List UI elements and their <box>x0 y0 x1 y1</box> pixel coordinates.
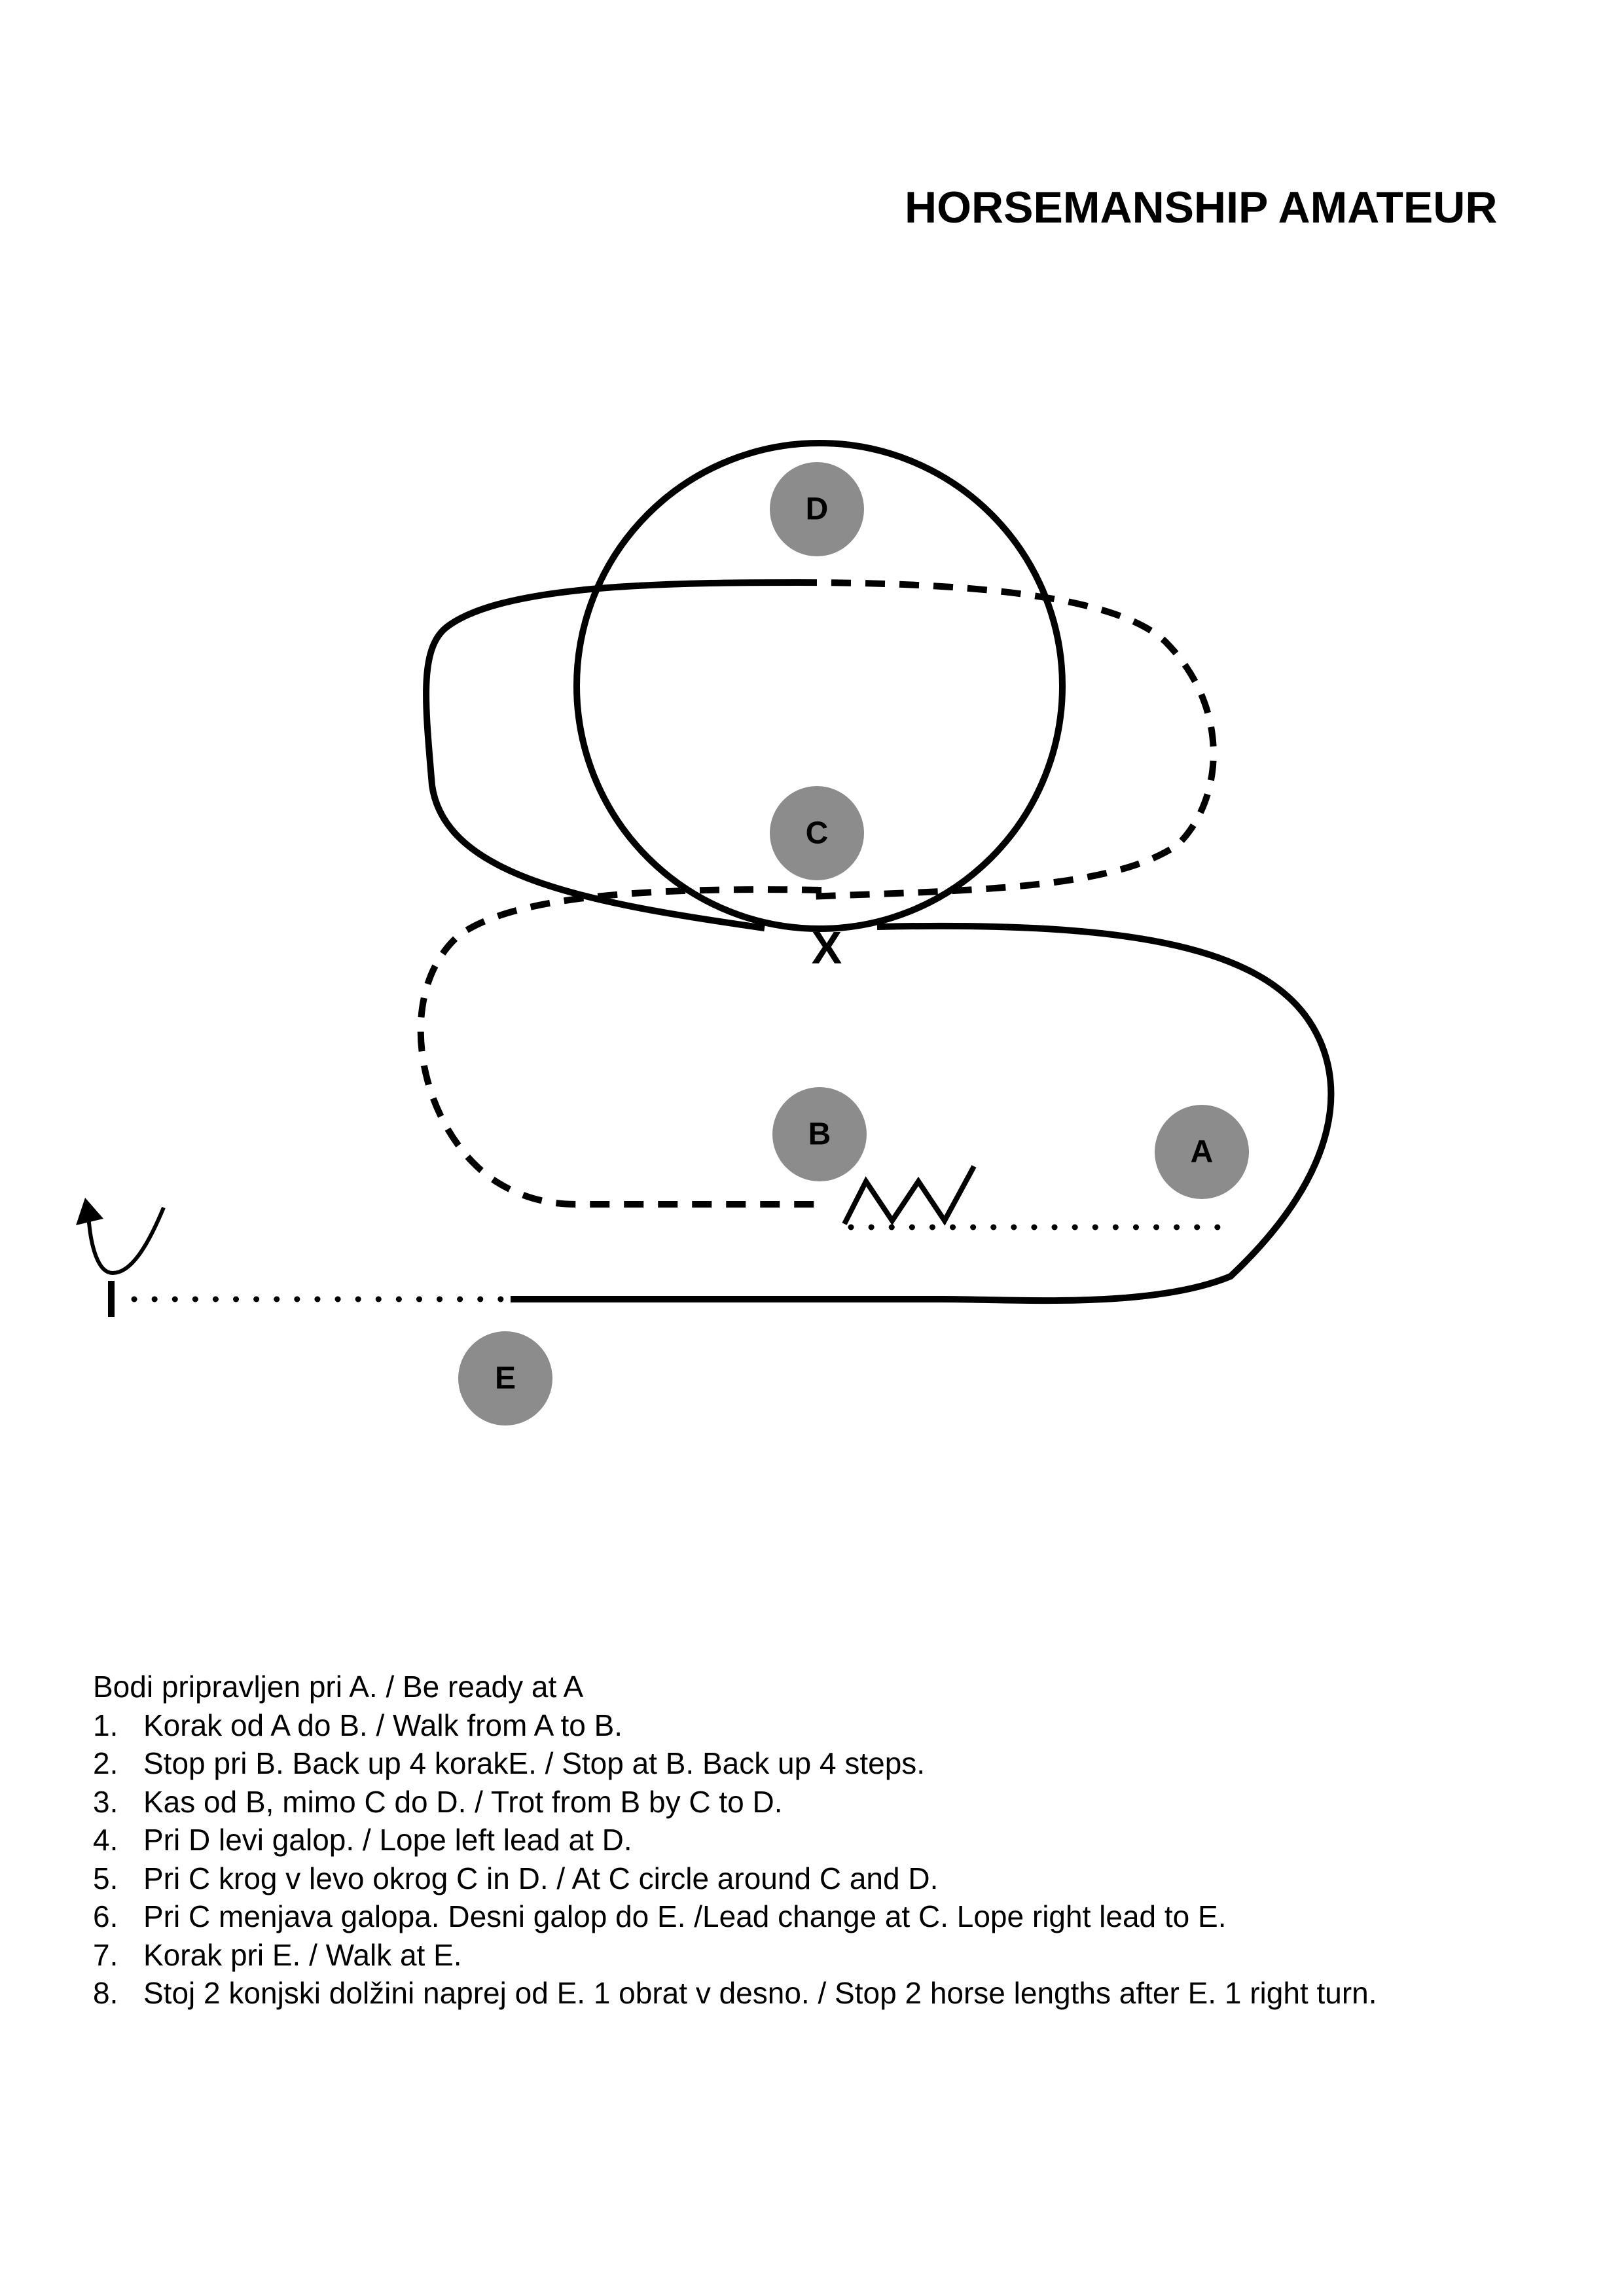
step-text: Kas od B, mimo C do D. / Trot from B by … <box>143 1784 783 1819</box>
turn-arrow-icon <box>76 1198 166 1276</box>
list-item: 6. Pri C menjava galopa. Desni galop do … <box>93 1897 1566 1936</box>
instructions-intro: Bodi pripravljen pri A. / Be ready at A <box>93 1670 584 1704</box>
step-text: Pri D levi galop. / Lope left lead at D. <box>143 1823 632 1857</box>
marker-a: A <box>1155 1105 1249 1199</box>
step-number: 4. <box>93 1823 118 1857</box>
list-item: 4. Pri D levi galop. / Lope left lead at… <box>93 1821 1566 1859</box>
marker-label-d: D <box>806 492 829 527</box>
step-number: 3. <box>93 1784 118 1819</box>
step-number: 7. <box>93 1937 118 1972</box>
instructions-list: Bodi pripravljen pri A. / Be ready at A … <box>93 1668 1566 2013</box>
x-center-marker: X <box>812 922 842 973</box>
lower-loop-dashed-path <box>417 886 822 1208</box>
page-title: HORSEMANSHIP AMATEUR <box>905 183 1498 232</box>
upper-loop-dashed-path <box>797 579 1217 900</box>
marker-label-a: A <box>1191 1135 1214 1170</box>
list-item: 7. Korak pri E. / Walk at E. <box>93 1936 1566 1975</box>
list-item: 8. Stoj 2 konjski dolžini naprej od E. 1… <box>93 1974 1566 2013</box>
list-item: 2. Stop pri B. Back up 4 korakE. / Stop … <box>93 1744 1566 1783</box>
circle-path <box>573 440 1066 932</box>
list-item: 1. Korak od A do B. / Walk from A to B. <box>93 1706 1566 1745</box>
list-item: 3. Kas od B, mimo C do D. / Trot from B … <box>93 1783 1566 1821</box>
marker-label-c: C <box>806 816 829 851</box>
step-text: Korak pri E. / Walk at E. <box>143 1937 462 1972</box>
step-number: 6. <box>93 1899 118 1933</box>
step-number: 5. <box>93 1861 118 1895</box>
marker-label-b: B <box>808 1117 831 1152</box>
step-text: Pri C krog v levo okrog C in D. / At C c… <box>143 1861 939 1895</box>
marker-label-e: E <box>495 1361 516 1396</box>
step-text: Stop pri B. Back up 4 korakE. / Stop at … <box>143 1746 926 1780</box>
step-text: Korak od A do B. / Walk from A to B. <box>143 1708 623 1742</box>
pattern-diagram: X D C B A E <box>76 440 1335 1426</box>
step-number: 1. <box>93 1708 118 1742</box>
marker-e: E <box>458 1331 552 1426</box>
step-number: 8. <box>93 1976 118 2010</box>
list-item: 5. Pri C krog v levo okrog C in D. / At … <box>93 1859 1566 1898</box>
marker-d: D <box>770 462 864 556</box>
upper-loop-solid-path <box>423 579 798 931</box>
step-number: 2. <box>93 1746 118 1780</box>
backup-zigzag-icon <box>842 1165 977 1226</box>
step-text: Pri C menjava galopa. Desni galop do E. … <box>143 1899 1227 1933</box>
marker-b: B <box>772 1087 867 1181</box>
marker-c: C <box>770 786 864 880</box>
lower-loop-solid-path <box>511 922 1335 1304</box>
step-text: Stoj 2 konjski dolžini naprej od E. 1 ob… <box>143 1976 1377 2010</box>
